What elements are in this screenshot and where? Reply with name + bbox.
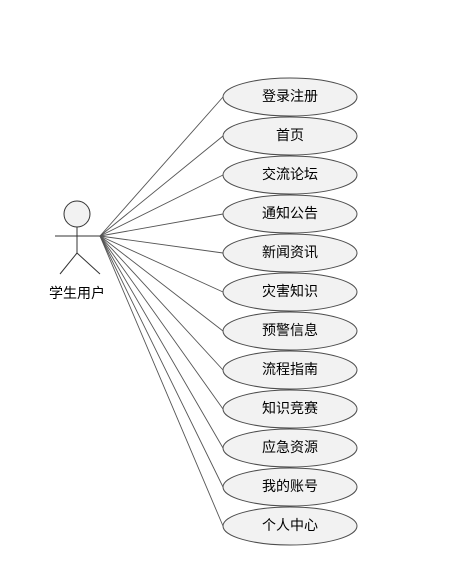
use-cases: 登录注册首页交流论坛通知公告新闻资讯灾害知识预警信息流程指南知识竞赛应急资源我的… [222,77,358,546]
use-case-ellipse [222,194,358,234]
use-case: 应急资源 [222,428,358,468]
use-case: 我的账号 [222,467,358,507]
use-case-label: 我的账号 [262,479,318,495]
use-case: 新闻资讯 [222,233,358,273]
use-case-ellipse [222,467,358,507]
actor-label: 学生用户 [49,285,105,302]
association-line [99,174,224,237]
use-case-label: 个人中心 [262,518,318,534]
use-case: 登录注册 [222,77,358,117]
use-case-ellipse [222,428,358,468]
association-line [99,235,224,371]
use-case: 流程指南 [222,350,358,390]
use-case-label: 知识竞赛 [262,400,318,417]
use-case-ellipse [222,350,358,390]
use-case: 灾害知识 [222,272,358,312]
association-line [99,235,224,293]
use-case: 通知公告 [222,194,358,234]
use-case-label: 灾害知识 [262,283,318,300]
association-line [99,235,224,332]
actor-left-leg [59,252,78,275]
use-case-label: 新闻资讯 [262,245,318,261]
actor-right-leg [76,252,101,275]
use-case-label: 登录注册 [262,89,318,105]
association-line [99,135,224,237]
use-case: 首页 [222,116,358,156]
association-line [99,235,224,488]
use-case-ellipse [222,116,358,156]
association-line [99,235,224,449]
use-case-ellipse [222,311,358,351]
use-case-ellipse [222,272,358,312]
use-case-label: 通知公告 [262,205,318,222]
use-case-label: 首页 [276,128,304,144]
association-line [99,96,224,237]
use-case-label: 应急资源 [262,439,318,456]
association-line [99,235,224,410]
use-case: 个人中心 [222,506,358,546]
use-case-label: 预警信息 [262,322,318,339]
association-line [99,235,224,254]
association-line [99,235,224,527]
use-case-ellipse [222,233,358,273]
use-case: 交流论坛 [222,155,358,195]
actor-head [63,200,91,228]
association-lines [99,96,224,527]
use-case-ellipse [222,389,358,429]
use-case: 预警信息 [222,311,358,351]
actor-student-user: 学生用户 [49,200,105,302]
use-case: 知识竞赛 [222,389,358,429]
use-case-label: 流程指南 [262,362,318,378]
use-case-label: 交流论坛 [262,166,318,183]
use-case-ellipse [222,77,358,117]
use-case-ellipse [222,155,358,195]
association-line [99,213,224,237]
use-case-ellipse [222,506,358,546]
